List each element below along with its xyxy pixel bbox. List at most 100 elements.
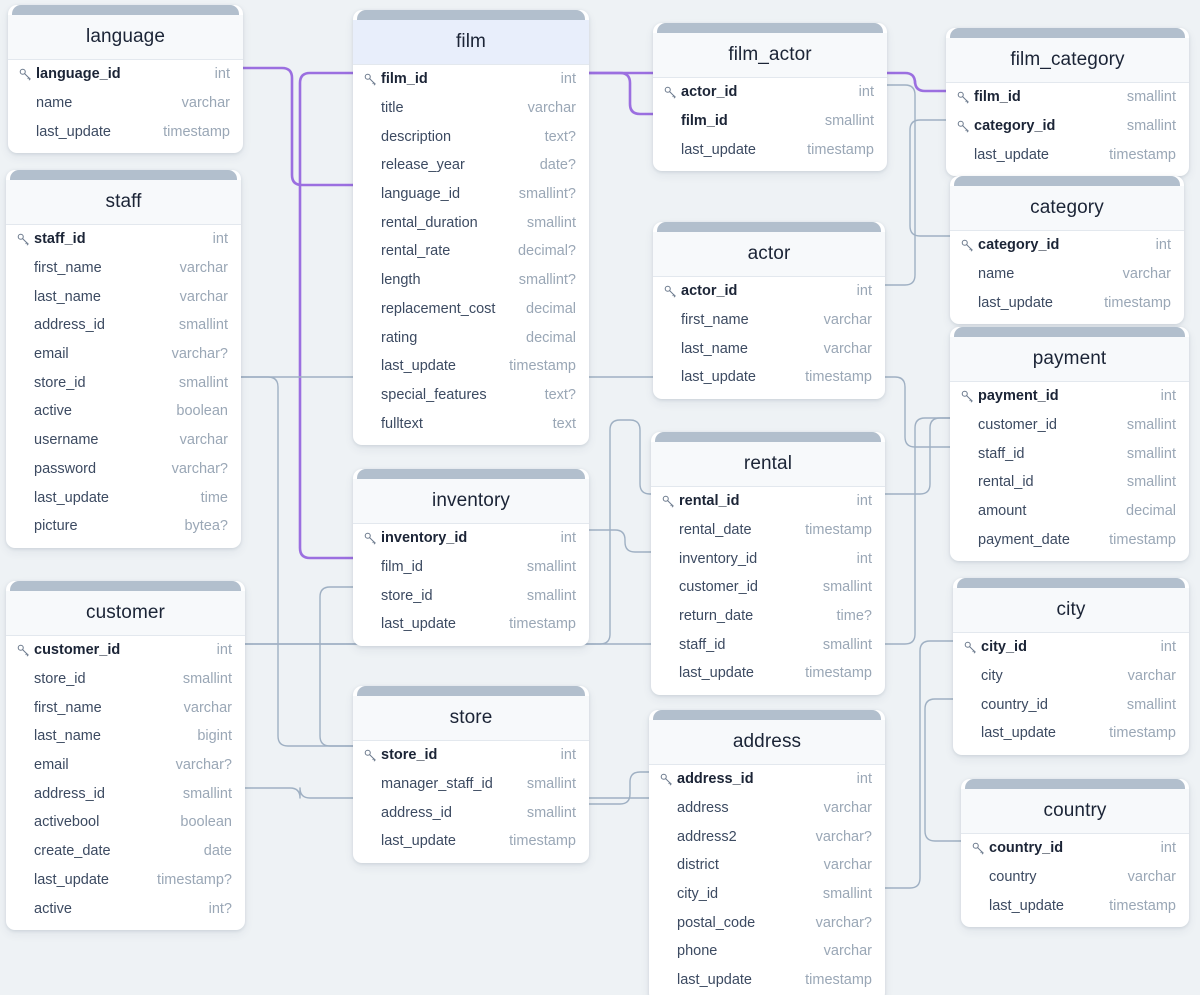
- edge-film-inventory[interactable]: [298, 71, 355, 560]
- table-drag-handle[interactable]: [357, 10, 585, 20]
- edge-customer-rental[interactable]: [244, 419, 652, 645]
- table-title[interactable]: store: [353, 696, 589, 741]
- edge-filmactor-actor[interactable]: [884, 84, 916, 286]
- table-title[interactable]: address: [649, 720, 885, 765]
- table-drag-handle[interactable]: [657, 222, 881, 232]
- table-drag-handle[interactable]: [10, 581, 241, 591]
- table-drag-handle[interactable]: [954, 327, 1185, 337]
- edge-staff-store[interactable]: [240, 376, 354, 747]
- edge-city-country[interactable]: [924, 698, 962, 842]
- table-title[interactable]: actor: [653, 232, 885, 277]
- edge-film-language[interactable]: [241, 66, 355, 187]
- table-title[interactable]: payment: [950, 337, 1189, 382]
- table-title[interactable]: staff: [6, 180, 241, 225]
- edge-store-address[interactable]: [588, 771, 650, 805]
- table-title[interactable]: category: [950, 186, 1184, 231]
- table-drag-handle[interactable]: [357, 686, 585, 696]
- table-title[interactable]: city: [953, 588, 1189, 633]
- table-drag-handle[interactable]: [950, 28, 1185, 38]
- edge-filmcategory-category[interactable]: [909, 119, 951, 237]
- edge-customer-payment[interactable]: [244, 417, 951, 645]
- table-drag-handle[interactable]: [655, 432, 881, 442]
- edge-address-city[interactable]: [884, 640, 954, 889]
- table-drag-handle[interactable]: [657, 23, 883, 33]
- table-title[interactable]: customer: [6, 591, 245, 636]
- table-drag-handle[interactable]: [965, 779, 1185, 789]
- table-drag-handle[interactable]: [357, 469, 585, 479]
- table-drag-handle[interactable]: [10, 170, 237, 180]
- edge-film-category-film[interactable]: [587, 71, 948, 93]
- table-drag-handle[interactable]: [954, 176, 1180, 186]
